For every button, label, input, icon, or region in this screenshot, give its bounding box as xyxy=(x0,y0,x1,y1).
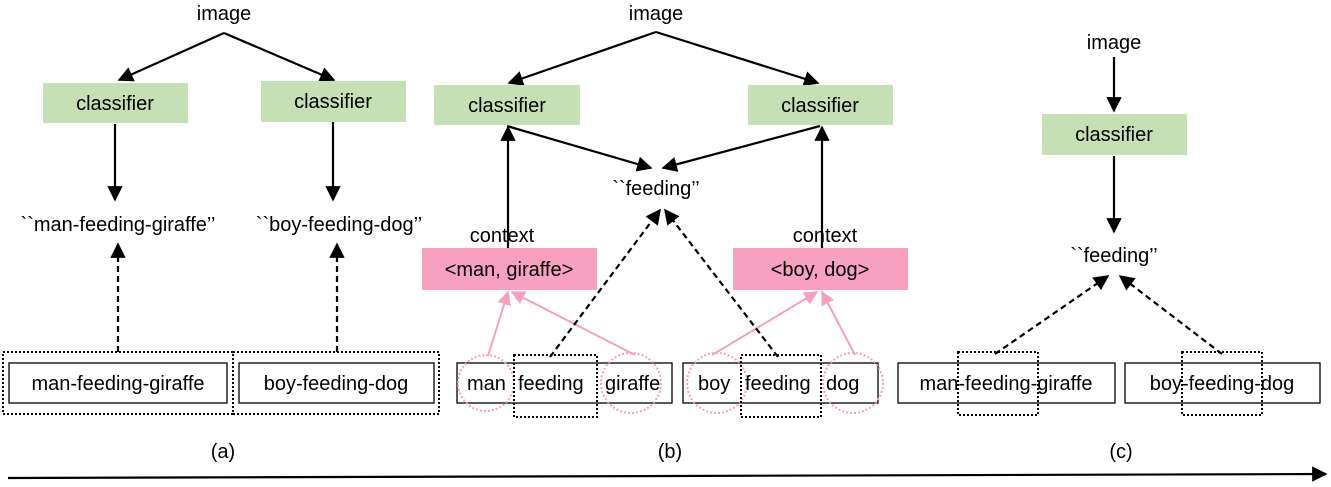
image-label: image xyxy=(629,3,683,25)
dashed-link-arrow xyxy=(1118,275,1223,355)
pink-word-to-context-link xyxy=(711,291,819,356)
phrase-man-feeding-giraffe: man-feeding-giraffe xyxy=(31,373,204,395)
classifier-label: classifier xyxy=(76,93,154,115)
image-label: image xyxy=(197,3,251,25)
image-to-classifier-arrow xyxy=(223,31,336,82)
output-feeding: ``feeding’’ xyxy=(612,178,699,200)
image-to-classifier-arrow xyxy=(655,30,820,87)
context-box-boy-dog xyxy=(733,248,908,290)
panel-a: image classifier classifier ``man-feedin… xyxy=(2,3,440,463)
phrase-box-man-feeding-giraffe xyxy=(456,362,673,404)
word-dog: dog xyxy=(826,373,859,395)
dotted-whole-phrase-frame xyxy=(232,351,440,415)
phrase-box-man-feeding-giraffe xyxy=(897,362,1116,404)
progression-arrow xyxy=(7,466,1328,482)
word-man: man xyxy=(467,373,506,395)
dashed-link-arrow xyxy=(994,275,1110,355)
classifier-box xyxy=(748,85,893,125)
word-feeding: feeding xyxy=(745,373,811,395)
dotted-frame-feeding xyxy=(740,354,822,418)
phrase-box-boy-feeding-dog xyxy=(682,362,879,404)
pink-word-to-context-link xyxy=(487,290,511,357)
dashed-link-arrow xyxy=(549,208,661,358)
dotted-circle-boy xyxy=(686,352,748,414)
classifier-box xyxy=(43,83,188,123)
word-boy: boy xyxy=(698,373,730,395)
classifier-to-feeding-arrow xyxy=(506,124,653,172)
classifier-to-feeding-arrow xyxy=(661,124,821,172)
output-feeding: ``feeding’’ xyxy=(1070,245,1157,267)
panel-caption-c: (c) xyxy=(1109,441,1132,463)
classifier-box xyxy=(434,85,580,125)
dotted-circle-giraffe xyxy=(600,352,662,414)
classifier-label: classifier xyxy=(781,95,859,117)
output-boy-feeding-dog: ``boy-feeding-dog’’ xyxy=(256,214,422,236)
pink-word-to-context-link xyxy=(821,290,856,356)
panel-caption-a: (a) xyxy=(211,441,235,463)
phrase-boy-feeding-dog: boy-feeding-dog xyxy=(1150,373,1295,395)
pink-word-to-context-link xyxy=(510,291,636,356)
context-label: context xyxy=(470,225,535,247)
phrase-box-boy-feeding-dog xyxy=(1124,362,1321,404)
panel-c: image classifier ``feeding’’ man-feeding… xyxy=(897,32,1321,463)
dotted-frame-feeding xyxy=(1181,351,1263,416)
dotted-frame-feeding xyxy=(513,354,598,418)
classifier-label: classifier xyxy=(294,91,372,113)
dotted-frame-feeding xyxy=(957,351,1039,416)
image-label: image xyxy=(1087,32,1141,54)
classifier-box xyxy=(261,81,406,122)
phrase-boy-feeding-dog: boy-feeding-dog xyxy=(264,373,409,395)
image-to-classifier-arrow xyxy=(507,30,657,86)
context-pair-boy-dog: <boy, dog> xyxy=(771,259,870,281)
word-feeding: feeding xyxy=(518,373,584,395)
context-label: context xyxy=(793,225,858,247)
dotted-circle-dog xyxy=(822,352,884,414)
phrase-man-feeding-giraffe: man-feeding-giraffe xyxy=(919,373,1092,395)
classifier-label: classifier xyxy=(468,95,546,117)
classifier-box xyxy=(1042,114,1187,155)
context-box-man-giraffe xyxy=(422,248,597,290)
phrase-box-man-feeding-giraffe xyxy=(8,362,228,404)
word-giraffe: giraffe xyxy=(605,373,660,395)
image-to-classifier-arrow xyxy=(117,31,225,82)
output-man-feeding-giraffe: ``man-feeding-giraffe’’ xyxy=(21,214,216,236)
classifier-label: classifier xyxy=(1075,124,1153,146)
panel-caption-b: (b) xyxy=(658,441,682,463)
panel-b: image classifier classifier ``feeding’’ … xyxy=(422,3,908,463)
dashed-link-arrow xyxy=(664,208,779,358)
phrase-box-boy-feeding-dog xyxy=(238,362,435,404)
context-pair-man-giraffe: <man, giraffe> xyxy=(445,259,574,281)
